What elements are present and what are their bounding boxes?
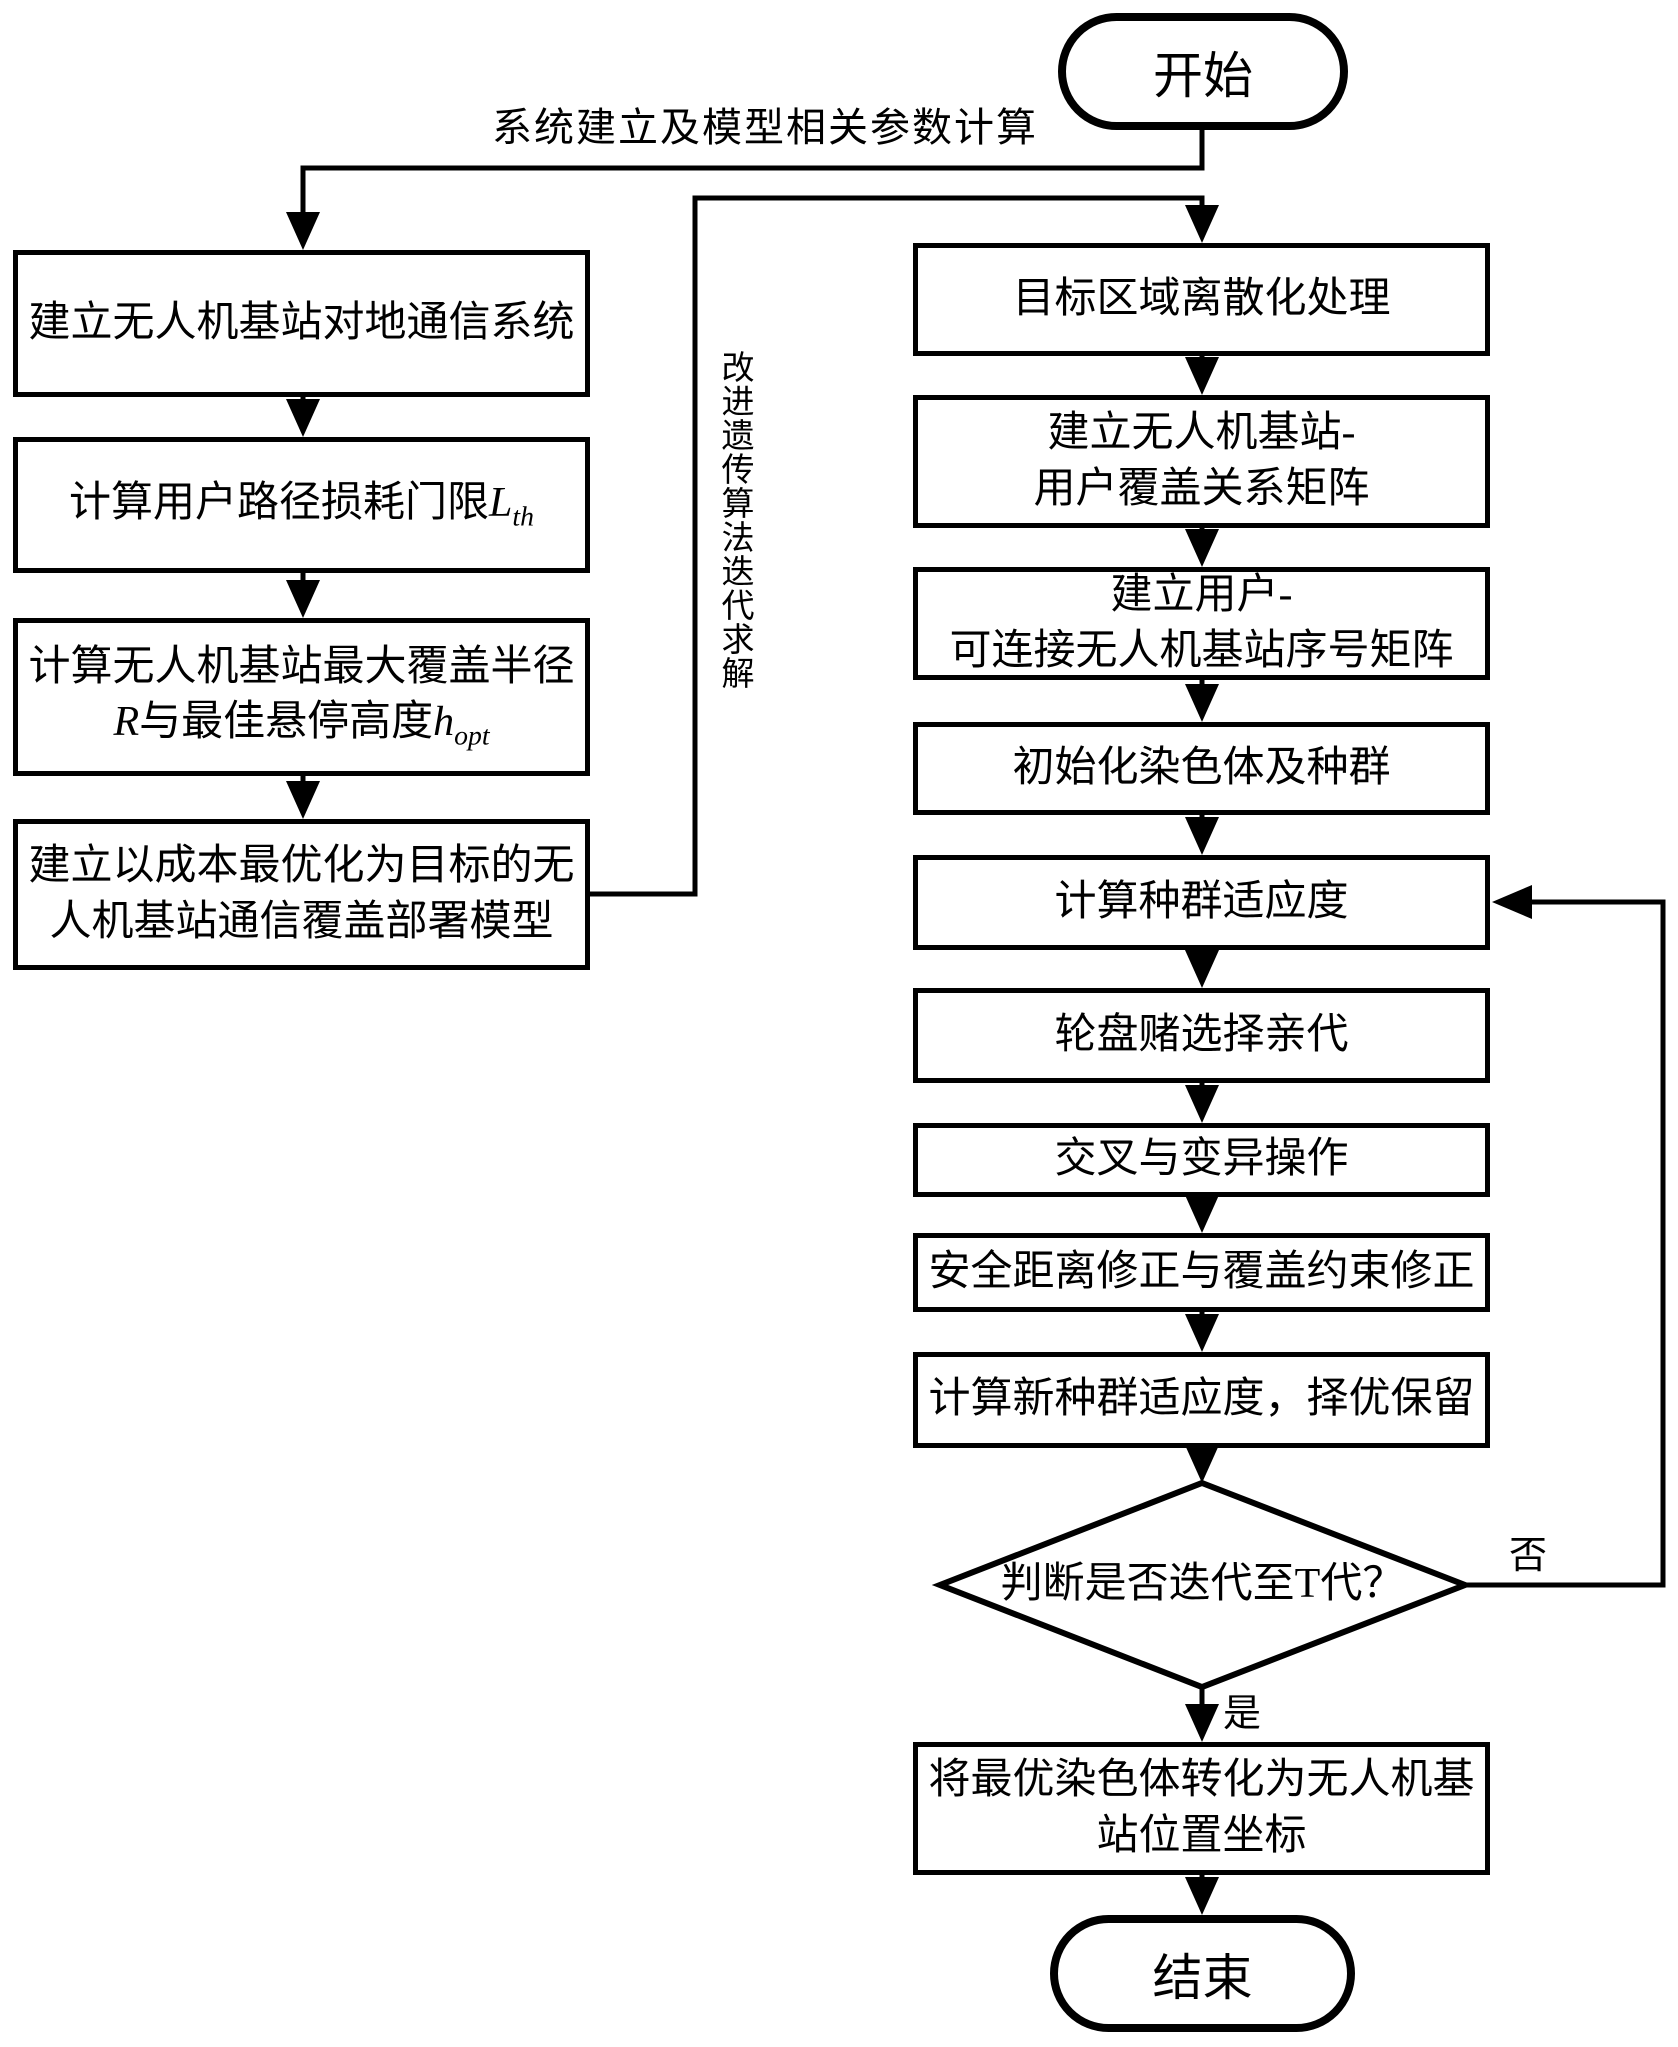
arrow-left-3-4 [286,776,320,819]
phase-label-system-setup: 系统建立及模型相关参数计算 [492,105,1038,150]
step-crossover-mutation: 交叉与变异操作 [913,1123,1490,1197]
step-initialize-population: 初始化染色体及种群 [913,722,1490,815]
start-label: 开始 [1153,47,1253,104]
arrow-decision-yes [1185,1687,1219,1742]
end-terminal: 结束 [1050,1915,1355,2032]
step-new-fitness-elitism: 计算新种群适应度，择优保留 [913,1352,1490,1448]
arrow-right-5-6 [1185,950,1219,988]
arrow-right-6-7 [1185,1083,1219,1123]
arrow-right-1-2 [1185,356,1219,395]
edge-start-to-left-column [286,130,1205,250]
edge-decision-no-loop [1465,885,1666,1588]
step-build-communication-system: 建立无人机基站对地通信系统 [13,250,590,397]
arrow-right-3-4 [1185,680,1219,722]
end-label: 结束 [1152,1949,1253,2006]
phase-label-genetic-algorithm: 改进遗传算法迭代求解 [716,350,752,690]
arrow-right-2-3 [1185,528,1219,567]
step-coverage-radius-height: 计算无人机基站最大覆盖半径 R与最佳悬停高度hopt [13,618,590,776]
arrow-right-9-decision [1185,1445,1219,1483]
arrow-right-7-8 [1185,1195,1219,1233]
arrow-right-8-9 [1185,1312,1219,1352]
step-connectable-station-matrix: 建立用户- 可连接无人机基站序号矩阵 [913,567,1490,680]
decision-label-iterate-t: 判断是否迭代至T代？ [1000,1561,1405,1608]
step-safety-coverage-correction: 安全距离修正与覆盖约束修正 [913,1233,1490,1312]
step-roulette-selection: 轮盘赌选择亲代 [913,988,1490,1083]
step-cost-optimization-model: 建立以成本最优化为目标的无 人机基站通信覆盖部署模型 [13,819,590,970]
arrow-left-1-2 [286,397,320,437]
edge-model-to-right-column [590,195,1219,897]
step-path-loss-threshold: 计算用户路径损耗门限Lth [13,437,590,573]
arrow-right-4-5 [1185,815,1219,855]
branch-label-no: 否 [1508,1534,1547,1577]
step-coverage-relation-matrix: 建立无人机基站- 用户覆盖关系矩阵 [913,395,1490,528]
step-compute-fitness: 计算种群适应度 [913,855,1490,950]
arrow-left-2-3 [286,573,320,618]
arrow-final-to-end [1185,1875,1219,1915]
step-discretize-target-area: 目标区域离散化处理 [913,243,1490,356]
branch-label-yes: 是 [1222,1692,1261,1735]
step-chromosome-to-coordinates: 将最优染色体转化为无人机基 站位置坐标 [913,1742,1490,1875]
start-terminal: 开始 [1058,13,1348,130]
